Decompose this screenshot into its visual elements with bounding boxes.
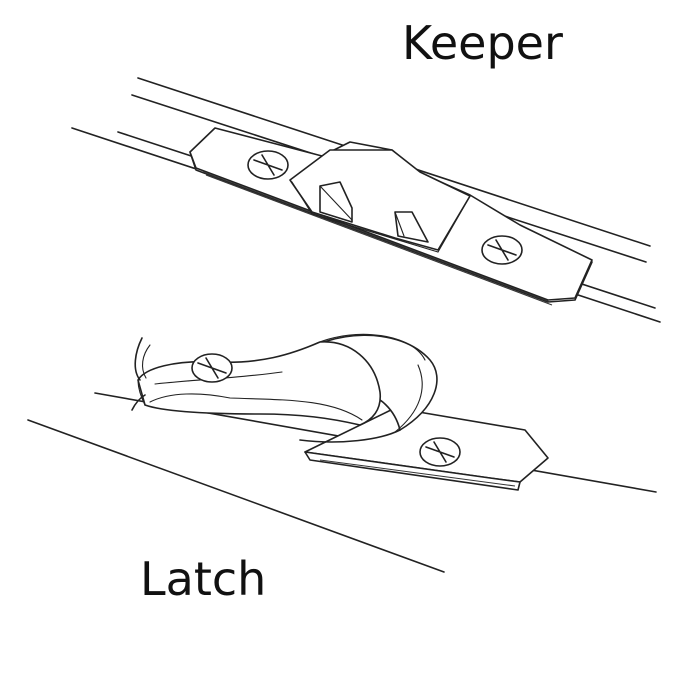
screw-head-icon: [191, 353, 233, 383]
screw-head-icon: [247, 150, 289, 180]
latch-label: Latch: [140, 552, 267, 606]
keeper-label: Keeper: [402, 16, 563, 70]
screw-head-icon: [481, 235, 523, 265]
keeper: [189, 127, 593, 306]
screw-head-icon: [419, 437, 461, 467]
